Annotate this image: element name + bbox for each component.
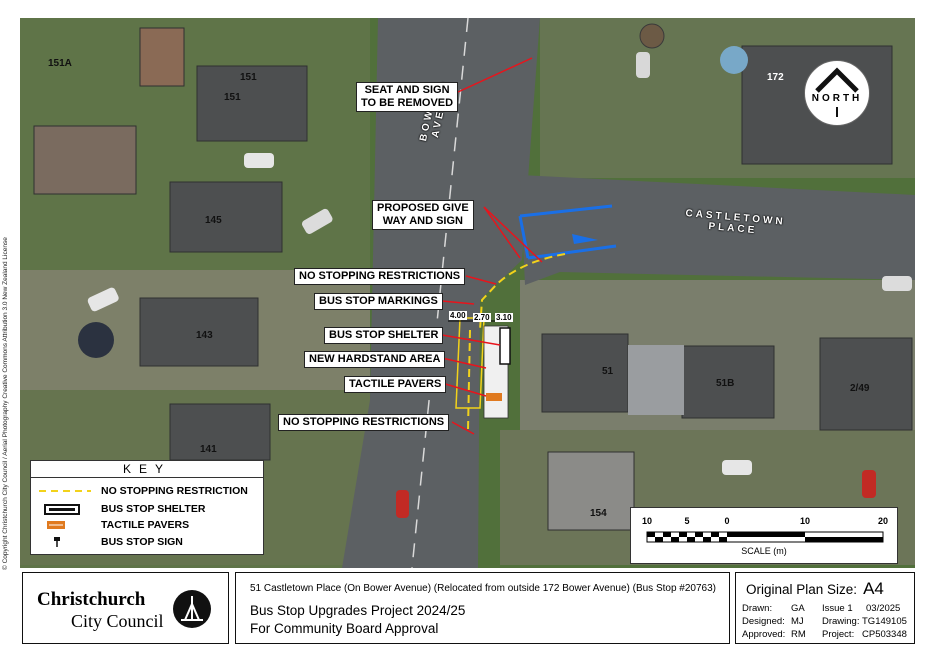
give-way-triangle [518, 204, 617, 260]
original-plan-size-value: A4 [863, 579, 884, 598]
approved-label: Approved: [742, 629, 786, 640]
house-141 [169, 403, 271, 461]
scale-tick: 5 [684, 516, 690, 526]
project-value: CP503348 [862, 629, 907, 640]
dimension-label: 3.10 [495, 313, 513, 322]
callout-text: TO BE REMOVED [361, 97, 454, 109]
house-2-49 [819, 337, 913, 431]
scale-bar-graphic [646, 531, 884, 543]
north-arrow-icon [815, 67, 859, 117]
tactile-paver-icon [37, 518, 93, 532]
scale-tick: 10 [799, 516, 811, 526]
property-number: 172 [767, 72, 784, 83]
callout-new-hardstand-area: NEW HARDSTAND AREA [304, 351, 446, 368]
logo-text-line1: Christchurch [37, 589, 146, 610]
designed-value: MJ [791, 616, 804, 627]
project-title: Bus Stop Upgrades Project 2024/25 [250, 603, 466, 618]
key-title: KEY [31, 461, 263, 478]
original-plan-size-label: Original Plan Size: [746, 582, 858, 597]
property-number: 151A [48, 58, 72, 69]
project-info-box: 51 Castletown Place (On Bower Avenue) (R… [235, 572, 730, 644]
castletown-place-road [520, 175, 915, 285]
callout-bus-stop-shelter: BUS STOP SHELTER [324, 327, 444, 344]
key-item-bus-stop-sign: BUS STOP SIGN [37, 534, 183, 550]
callout-no-stopping-bottom: NO STOPPING RESTRICTIONS [278, 414, 450, 431]
north-label: NORTH [811, 93, 863, 104]
property-number: 2/49 [850, 383, 870, 394]
dimension-label: 4.00 [449, 311, 467, 320]
approved-value: RM [791, 629, 806, 640]
council-logo-box: Christchurch City Council [22, 572, 229, 644]
original-plan-size: Original Plan Size: A4 [746, 579, 884, 599]
north-arrow: NORTH [804, 60, 870, 126]
bus-stop-shelter [499, 327, 511, 365]
property-number: 154 [590, 508, 607, 519]
key-label: TACTILE PAVERS [101, 519, 190, 531]
callout-tactile-pavers: TACTILE PAVERS [344, 376, 447, 393]
callout-no-stopping-top: NO STOPPING RESTRICTIONS [294, 268, 466, 285]
logo-text-line2: City Council [71, 611, 164, 631]
key-label: BUS STOP SHELTER [101, 503, 206, 515]
property-number: 151 [240, 72, 257, 83]
drawing-value: TG149105 [862, 616, 907, 627]
issue-date: 03/2025 [866, 603, 901, 614]
key-item-no-stopping: NO STOPPING RESTRICTION [37, 483, 248, 499]
house-143 [139, 297, 259, 367]
scale-tick: 0 [724, 516, 730, 526]
scale-tick: 20 [877, 516, 889, 526]
key-item-shelter: BUS STOP SHELTER [37, 501, 205, 517]
property-number: 51B [716, 378, 735, 389]
map-key: KEY NO STOPPING RESTRICTION BUS STOP SHE… [30, 460, 264, 555]
project-label: Project: [822, 629, 855, 640]
property-number: 143 [196, 330, 213, 341]
cathedral-logo-icon [173, 590, 211, 628]
shelter-icon [37, 502, 93, 516]
house-151 [196, 65, 308, 142]
title-block: Christchurch City Council 51 Castletown … [0, 570, 934, 661]
callout-seat-and-sign: SEAT AND SIGN TO BE REMOVED [356, 82, 459, 112]
callout-proposed-give-way: PROPOSED GIVE WAY AND SIGN [372, 200, 474, 230]
no-stopping-line-bottom [467, 329, 471, 431]
house-145 [169, 181, 283, 253]
yellow-dashed-line-icon [37, 484, 93, 498]
tactile-pavers [486, 393, 502, 401]
drawn-value: GA [791, 603, 805, 614]
drawing-label: Drawing: [822, 616, 860, 627]
property-number: 151 [224, 92, 241, 103]
callout-bus-stop-markings: BUS STOP MARKINGS [314, 293, 443, 310]
callout-text: PROPOSED GIVE [377, 202, 469, 214]
house-51b [681, 345, 775, 419]
scale-tick: 10 [641, 516, 653, 526]
bus-stop-sign-icon [37, 535, 93, 549]
issue-label: Issue 1 [822, 603, 853, 614]
key-item-tactile: TACTILE PAVERS [37, 517, 189, 533]
dimension-label: 2.70 [473, 313, 491, 322]
callout-text: SEAT AND SIGN [364, 84, 450, 96]
drawn-label: Drawn: [742, 603, 773, 614]
scale-label: SCALE (m) [741, 546, 787, 556]
property-number: 145 [205, 215, 222, 226]
project-subtitle: For Community Board Approval [250, 621, 439, 636]
key-label: NO STOPPING RESTRICTION [101, 485, 248, 497]
copyright-notice: © Copyright Christchurch City Council / … [2, 237, 9, 570]
drawing-metadata-box: Original Plan Size:A4 Drawn: GA Issue 1 … [735, 572, 915, 644]
house-154 [547, 451, 635, 531]
designed-label: Designed: [742, 616, 785, 627]
property-number: 141 [200, 444, 217, 455]
location-description: 51 Castletown Place (On Bower Avenue) (R… [250, 583, 717, 594]
callout-text: WAY AND SIGN [382, 215, 463, 227]
scale-bar: 10 5 0 10 20 SCALE (m) [630, 507, 898, 564]
house-51 [541, 333, 629, 413]
key-label: BUS STOP SIGN [101, 536, 183, 548]
property-number: 51 [602, 366, 614, 377]
